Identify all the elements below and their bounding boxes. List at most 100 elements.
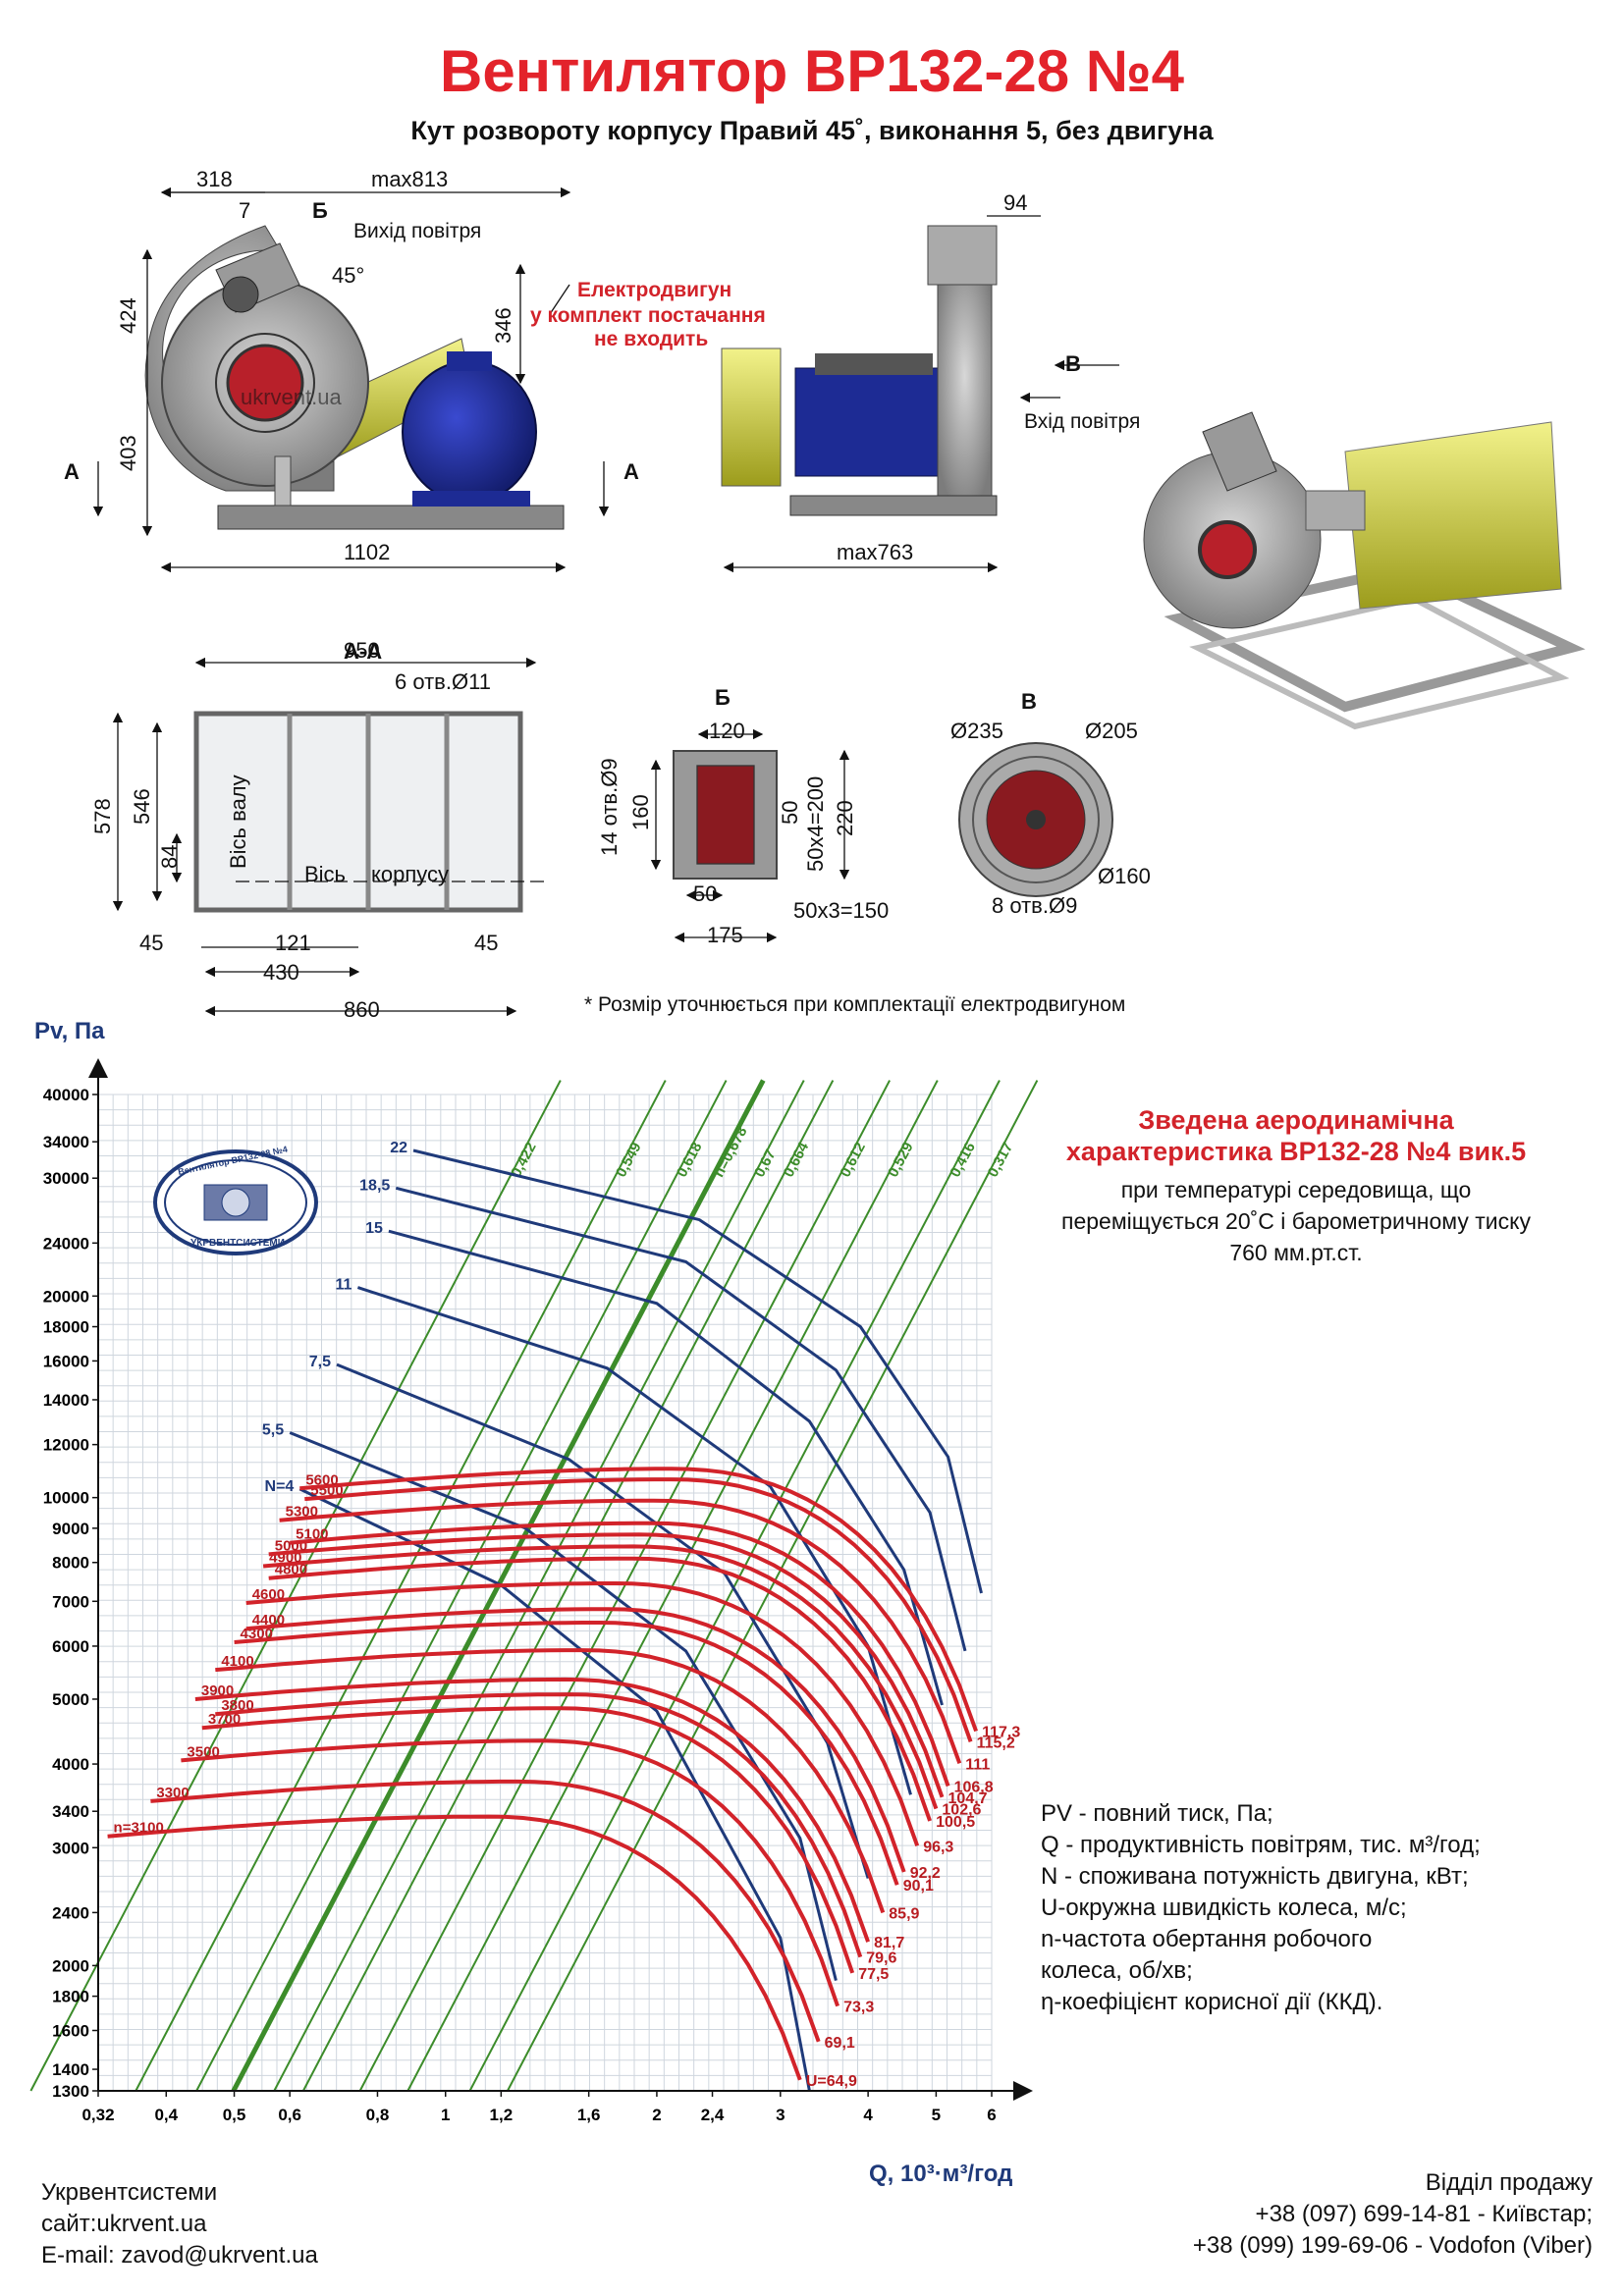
x-tick-label: 0,8 [366, 2106, 390, 2124]
dim-860: 860 [344, 997, 380, 1021]
y-tick-label: 18000 [43, 1318, 89, 1337]
power-curve [356, 1286, 912, 1795]
speed-curve [279, 1498, 962, 1764]
power-label: 7,5 [309, 1354, 331, 1370]
view-v [958, 742, 1113, 897]
speed-curves: n=3100U=64,9330069,1350073,3370077,53800… [107, 1467, 1020, 2090]
tip-speed-label: 90,1 [903, 1878, 934, 1895]
dim-318: 318 [196, 167, 233, 191]
efficiency-label: 0,549 [613, 1140, 645, 1180]
tip-speed-label: 81,7 [874, 1935, 904, 1951]
dim-403: 403 [116, 435, 140, 471]
shaft-axis-label: Вісь валу [226, 774, 250, 869]
y-tick-label: 12000 [43, 1436, 89, 1455]
speed-label: 4600 [252, 1586, 285, 1603]
view-b-title: Б [715, 685, 731, 710]
dim-94: 94 [1003, 190, 1027, 215]
dim-b-150: 50х3=150 [793, 898, 889, 923]
efficiency-line [29, 1080, 562, 2092]
speed-label: 5600 [305, 1471, 338, 1488]
speed-curve [215, 1648, 886, 1914]
speed-curve [181, 1738, 839, 2007]
dim-578: 578 [90, 798, 115, 834]
phone-kyivstar[interactable]: +38 (097) 699-14-81 - Київстар; [1255, 2201, 1593, 2227]
speed-label: 3500 [187, 1743, 219, 1760]
chart-desc-line-2: переміщується 20˚С і барометричному тиск… [1061, 1208, 1531, 1234]
sales-dept: Відділ продажу [1425, 2169, 1593, 2196]
speed-curve [262, 1544, 939, 1810]
y-tick-label: 4000 [52, 1755, 89, 1774]
y-tick-label: 14000 [43, 1391, 89, 1410]
speed-curve [150, 1779, 821, 2043]
x-tick-label: 2 [652, 2106, 661, 2124]
section-a-a [112, 657, 550, 1017]
y-tick-label: 30000 [43, 1169, 89, 1188]
legend-item-rpm-2: колеса, об/хв; [1041, 1957, 1193, 1984]
y-tick-label: 20000 [43, 1287, 89, 1306]
y-tick-label: 1400 [52, 2060, 89, 2079]
tip-speed-label: 117,3 [982, 1725, 1020, 1741]
dim-angle-45: 45° [332, 263, 364, 288]
tip-speed-label: 104,7 [948, 1790, 988, 1807]
dim-1102: 1102 [344, 540, 390, 564]
x-tick-label: 1,2 [490, 2106, 514, 2124]
front-view: ukrvent.ua [144, 225, 565, 530]
y-tick-label: 34000 [43, 1133, 89, 1151]
legend-item-u: U-окружна швидкість колеса, м/с; [1041, 1895, 1407, 1921]
speed-curve [290, 1521, 950, 1788]
tip-speed-label: 102,6 [942, 1802, 981, 1819]
efficiency-label: 0,612 [837, 1140, 869, 1180]
tip-speed-label: 92,2 [910, 1865, 941, 1882]
chart-title: Зведена аеродинамічна характеристика ВР1… [997, 1104, 1596, 1167]
tip-speed-label: 111 [965, 1756, 990, 1773]
tip-speed-label: 106,8 [954, 1779, 994, 1795]
efficiency-label: 0,664 [781, 1139, 813, 1180]
efficiency-line [358, 1080, 891, 2092]
dim-max813: max813 [371, 167, 448, 191]
speed-curve [215, 1692, 863, 1958]
speed-curve [268, 1556, 932, 1822]
y-tick-label: 40000 [43, 1086, 89, 1104]
power-label: 11 [336, 1277, 352, 1294]
y-tick-label: 7000 [52, 1592, 89, 1611]
dim-b-50-h: 50 [693, 881, 717, 906]
speed-curve [268, 1532, 945, 1798]
power-label: 22 [390, 1140, 407, 1156]
speed-curve [201, 1706, 855, 1974]
tip-speed-label: 79,6 [866, 1950, 896, 1967]
dim-121: 121 [275, 931, 311, 955]
x-tick-label: 5 [932, 2106, 941, 2124]
dim-b-220: 220 [833, 800, 857, 836]
tip-speed-label: 96,3 [923, 1839, 953, 1855]
y-tick-label: 2000 [52, 1956, 89, 1975]
view-v-title: В [1021, 689, 1037, 714]
chart-description: при температурі середовища, що переміщує… [997, 1174, 1596, 1268]
phone-vodafone[interactable]: +38 (099) 199-69-06 - Vodofon (Viber) [1192, 2232, 1593, 2259]
logo-bottom-text: УКРВЕНТСИСТЕМИ [190, 1238, 285, 1249]
view-marker-b: Б [312, 198, 328, 223]
inlet-label: Вхід повітря [1024, 410, 1140, 433]
x-tick-label: 0,4 [154, 2106, 178, 2124]
dim-546: 546 [130, 788, 154, 825]
y-tick-label: 6000 [52, 1637, 89, 1656]
power-curve [412, 1148, 983, 1594]
isometric-render [1143, 411, 1586, 730]
footer-right: Відділ продажу +38 (097) 699-14-81 - Киї… [1193, 2167, 1593, 2262]
view-b [650, 728, 850, 943]
motor-note-1: Електродвигун [577, 279, 731, 301]
power-label: 15 [365, 1220, 383, 1237]
y-tick-label: 5000 [52, 1690, 89, 1709]
dim-max763: max763 [837, 540, 913, 564]
company-site[interactable]: сайт:ukrvent.ua [41, 2211, 207, 2237]
motor-note-2: у комплект постачання [530, 304, 766, 327]
speed-label: 3300 [156, 1785, 189, 1801]
company-email[interactable]: E-mail: zavod@ukrvent.ua [41, 2242, 318, 2269]
dim-b-200: 50х4=200 [803, 776, 828, 872]
speed-curve [304, 1477, 973, 1742]
dim-b-120: 120 [709, 719, 745, 743]
tip-speed-label: 100,5 [936, 1814, 975, 1831]
x-tick-label: 0,6 [278, 2106, 301, 2124]
y-tick-label: 2400 [52, 1903, 89, 1922]
dim-45-left: 45 [139, 931, 163, 955]
page-subtitle: Кут розвороту корпусу Правий 45˚, викона… [410, 116, 1214, 145]
